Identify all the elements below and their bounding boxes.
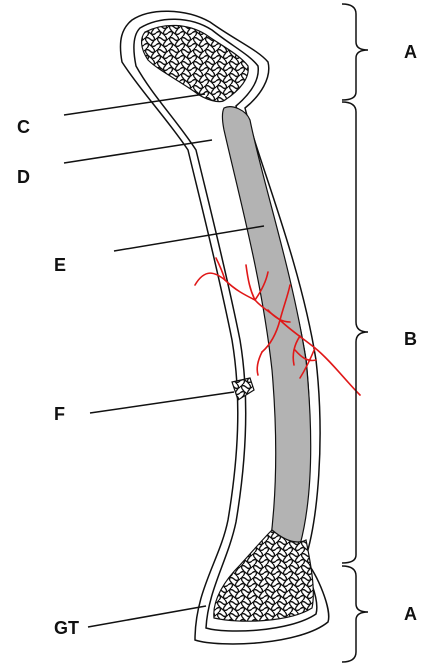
proximal-spongy-bone bbox=[141, 24, 249, 103]
compact-bone bbox=[133, 18, 318, 632]
label-c: C bbox=[17, 117, 30, 137]
leader-c bbox=[63, 93, 206, 116]
label-e: E bbox=[54, 255, 67, 275]
label-f: F bbox=[54, 404, 65, 424]
bracket-a-top bbox=[341, 3, 369, 101]
brackets bbox=[341, 3, 369, 663]
leader-gt bbox=[87, 605, 207, 628]
blood-vessels bbox=[194, 257, 361, 396]
bracket-b bbox=[341, 101, 369, 564]
bracket-a-bottom bbox=[341, 565, 369, 663]
label-a-top: A bbox=[404, 42, 417, 62]
label-b: B bbox=[404, 329, 417, 349]
distal-spongy-bone bbox=[213, 529, 314, 622]
label-a-bottom: A bbox=[404, 604, 417, 624]
leader-d bbox=[63, 139, 213, 164]
nutrient-foramen bbox=[231, 377, 255, 401]
label-d: D bbox=[17, 167, 30, 187]
label-gt: GT bbox=[54, 618, 79, 638]
leader-e bbox=[113, 225, 265, 252]
leader-f bbox=[89, 391, 235, 414]
leader-lines bbox=[63, 93, 265, 628]
